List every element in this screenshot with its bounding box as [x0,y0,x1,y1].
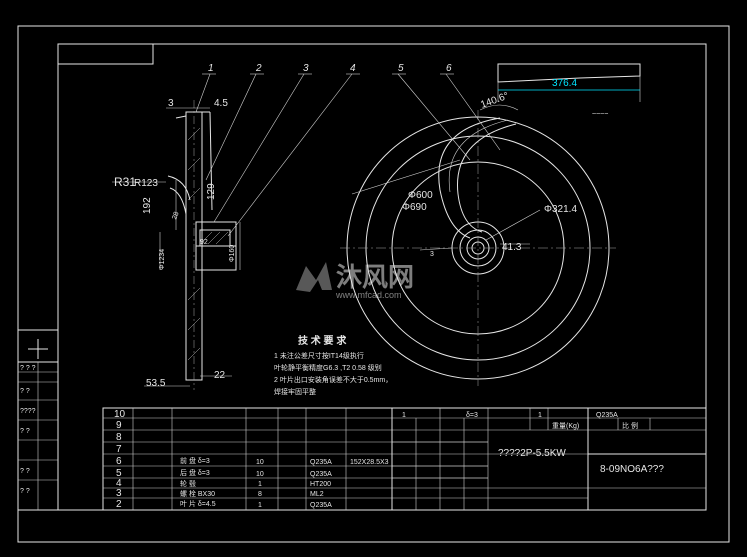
blade-curve-inner [456,123,517,233]
tb-top-count: 1 [538,412,542,419]
front-view [340,73,616,386]
bom-qty-5: 10 [256,471,264,478]
tb-top-mat: Q235A [596,412,618,419]
blade-curve-mid [448,119,509,193]
dim-angle: 140.6° [479,91,510,111]
bom-rows: 10 9 8 7 6 5 4 3 2 前 盘 δ=3 后 盘 δ=3 轮 毂 螺… [114,409,389,510]
dim-41-3: 41.3 [502,242,522,253]
part-no-6: 6 [446,63,452,74]
tb-top-qty: 1 [402,412,406,419]
bom-name-6: 前 盘 δ=3 [180,456,210,465]
bom-no-8: 8 [116,432,122,443]
title-block-text: 1 δ=3 1 Q235A 重量(Kg) 比 例 ????2P-5.5KW 8-… [402,412,664,475]
bom-name-5: 后 盘 δ=3 [180,468,210,477]
bom-name-4: 轮 毂 [180,479,196,488]
title-block [102,407,707,511]
tb-weight-hdr: 重量(Kg) [552,422,579,430]
dim-dia-690: Φ690 [402,202,427,213]
bom-qty-2: 1 [258,502,262,509]
side-view-dimensions: 3 4.5 R31 R123 192 129 28 92 Φ1234 Φ160 … [114,98,236,389]
bom-no-6: 6 [116,456,122,467]
bom-mat-3: ML2 [310,491,324,498]
part-no-1: 1 [208,63,214,74]
dim-dia-left: Φ1234 [159,249,166,270]
tb-top-spec: δ=3 [466,412,478,419]
dim-front-3: 3 [430,251,434,258]
bom-qty-3: 8 [258,491,262,498]
dim-4-5: 4.5 [214,98,228,109]
tb-ratio-hdr: 比 例 [622,421,638,430]
dim-dia-321: Φ321.4 [544,204,577,215]
bom-name-3: 螺 栓 BX30 [180,489,215,498]
dim-r31: R31 [114,175,136,189]
left-mark-3: ???? [20,408,36,415]
bom-no-7: 7 [116,444,122,455]
left-mark-6: ? ? [20,488,30,495]
bom-no-3: 3 [116,488,122,499]
bom-no-5: 5 [116,468,122,479]
watermark-url: www.mfcad.com [335,290,402,300]
left-mark-4: ? ? [20,428,30,435]
dim-r123: R123 [134,178,158,189]
tech-req-line-1: 1 未注公差尺寸按IT14级执行 [274,351,364,360]
side-section-view [112,73,360,390]
dim-28: 28 [171,211,180,221]
watermark-logo [296,262,332,292]
part-number-labels: 1 2 3 4 5 6 [208,63,452,74]
dim-192: 192 [142,197,153,214]
top-left-label-box [57,43,154,65]
bom-mat-4: HT200 [310,481,331,488]
blade-curve-outer [438,117,501,239]
dim-3: 3 [168,98,174,109]
bom-qty-4: 1 [258,481,262,488]
tb-product: ????2P-5.5KW [498,448,566,459]
dim-dia-right: Φ160 [229,245,236,262]
dim-dia-600: Φ600 [408,190,433,201]
dim-53-5: 53.5 [146,378,166,389]
bom-note-6: 152X28.5X3 [350,459,389,466]
dim-22: 22 [214,370,226,381]
part-no-4: 4 [350,63,356,74]
part-no-5: 5 [398,63,404,74]
left-margin-table: ? ? ? ? ? ???? ? ? ? ? ? ? [17,329,59,511]
bom-mat-5: Q235A [310,471,332,478]
outer-frame [17,25,730,543]
dim-129: 129 [206,183,217,200]
tech-req-line-2: 叶轮静平衡精度G6.3 ,T2 0.58 级别 [274,363,382,372]
tech-req-line-3: 2 叶片出口安装角误差不大于0.5mm， [274,375,392,384]
dim-92: 92 [200,239,208,246]
watermark-brand: 沐风网 [336,262,414,292]
left-mark-2: ? ? [20,388,30,395]
tech-requirements: 技 术 要 求 1 未注公差尺寸按IT14级执行 叶轮静平衡精度G6.3 ,T2… [274,334,392,396]
bom-qty-6: 10 [256,459,264,466]
bom-no-10: 10 [114,409,126,420]
inset-detail: 376.4 ~~~~ [497,63,641,118]
bom-mat-6: Q235A [310,459,332,466]
tech-req-line-4: 焊接牢固平整 [274,387,316,396]
bom-no-2: 2 [116,499,122,510]
left-mark-5: ? ? [20,468,30,475]
inset-dim: 376.4 [552,78,577,89]
bom-mat-2: Q235A [310,502,332,509]
tb-drawing-no: 8-09NO6A??? [600,464,664,475]
front-view-dimensions: 140.6° Φ600 Φ690 Φ321.4 41.3 3 [402,91,577,258]
bom-no-4: 4 [116,478,122,489]
part-no-3: 3 [303,63,309,74]
bom-name-2: 叶 片 δ=4.5 [180,499,216,508]
bom-no-9: 9 [116,420,122,431]
left-mark-1: ? ? ? [20,365,36,372]
inset-note: ~~~~ [592,111,608,118]
tech-req-title: 技 术 要 求 [298,334,347,347]
watermark: 沐风网 www.mfcad.com [296,262,414,300]
part-no-2: 2 [255,63,262,74]
